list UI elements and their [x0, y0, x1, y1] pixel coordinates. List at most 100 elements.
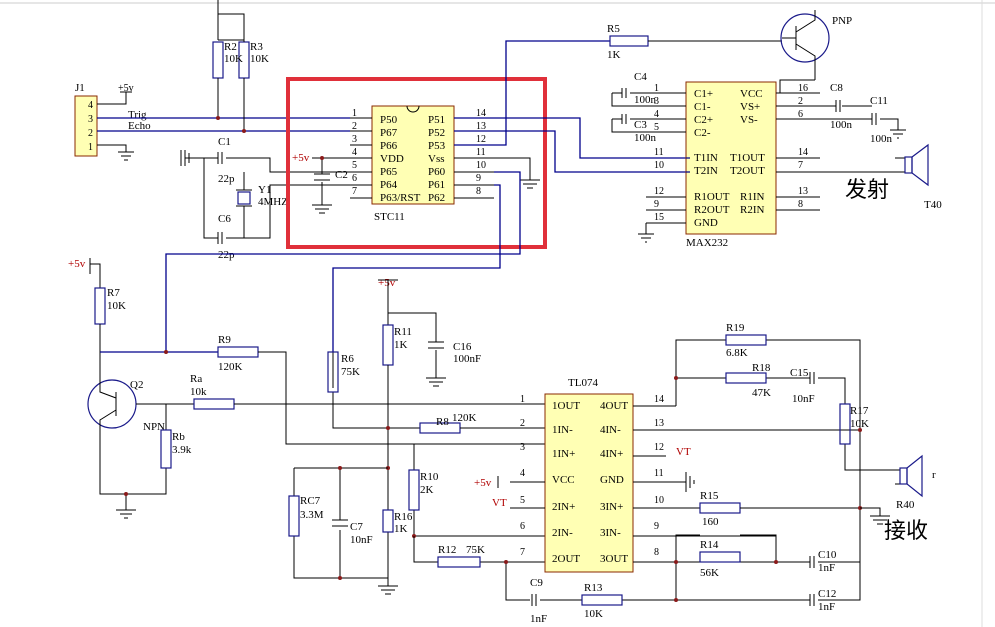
pin-label: 2IN+ — [552, 501, 575, 513]
r16-value: 1K — [394, 523, 408, 535]
r2-value: 10K — [224, 53, 243, 65]
pin-label: 14 — [654, 394, 664, 405]
pin-label: 2 — [352, 121, 357, 132]
r11-value: 1K — [394, 339, 408, 351]
pin-label: P53 — [428, 140, 446, 152]
vcc2-label: +5v — [378, 277, 396, 289]
pin-label: 3OUT — [600, 553, 628, 565]
r7-value: 10K — [107, 300, 126, 312]
pin-label: 2 — [798, 96, 803, 107]
pin-label: 2 — [520, 418, 525, 429]
r13-ref: R13 — [584, 582, 603, 594]
j1-vcc-label: +5v — [118, 83, 134, 94]
vt-right-label: VT — [676, 446, 691, 458]
pin-label: P62 — [428, 192, 445, 204]
c10-ref: C10 — [818, 549, 837, 561]
c11-value: 100n — [870, 133, 893, 145]
pin-label: 5 — [352, 160, 357, 171]
pin-label: GND — [600, 474, 624, 486]
pin-label: 11 — [476, 147, 486, 158]
c10-value: 1nF — [818, 562, 835, 574]
pin-label: 4 — [352, 147, 357, 158]
r14-ref: R14 — [700, 539, 719, 551]
pin-label: T1IN — [694, 152, 718, 164]
r40-ref: R40 — [896, 499, 915, 511]
q2-ref: Q2 — [130, 379, 143, 391]
pin-label: P65 — [380, 166, 398, 178]
pin-label: 4 — [654, 109, 659, 120]
c8-ref: C8 — [830, 82, 843, 94]
pin-label: 3 — [352, 134, 357, 145]
pin-label: 13 — [798, 186, 808, 197]
r5-ref: R5 — [607, 23, 620, 35]
r18-ref: R18 — [752, 362, 771, 374]
c11-ref: C11 — [870, 95, 888, 107]
pin-label: 13 — [476, 121, 486, 132]
pin-label: 8 — [654, 547, 659, 558]
j1-pin3: 3 — [88, 114, 93, 125]
r15-ref: R15 — [700, 490, 719, 502]
pin-label: 12 — [654, 186, 664, 197]
r8-ref: R8 — [436, 416, 449, 428]
c7-value: 10nF — [350, 534, 373, 546]
r17-ref: R17 — [850, 405, 869, 417]
t40-ref: T40 — [924, 199, 942, 211]
pin-label: T2OUT — [730, 165, 765, 177]
y1-ref: Y1 — [258, 184, 271, 196]
pin-label: 1IN+ — [552, 448, 575, 460]
j1-echo-label: Echo — [128, 120, 151, 132]
r9-ref: R9 — [218, 334, 231, 346]
r19-ref: R19 — [726, 322, 745, 334]
pin-label: 8 — [798, 199, 803, 210]
pin-label: P60 — [428, 166, 446, 178]
pin-label: P63/RST — [380, 192, 421, 204]
npn-label: NPN — [143, 421, 165, 433]
r18-value: 47K — [752, 387, 771, 399]
j1-pin2: 2 — [88, 128, 93, 139]
pin-label: 9 — [654, 521, 659, 532]
c16-ref: C16 — [453, 341, 472, 353]
c4-ref: C4 — [634, 71, 647, 83]
r9-value: 120K — [218, 361, 243, 373]
vdd-supply-label: +5v — [292, 152, 310, 164]
stc-ref: STC11 — [374, 211, 405, 223]
r11-ref: R11 — [394, 326, 412, 338]
pin-label: T1OUT — [730, 152, 765, 164]
r8-value: 120K — [452, 412, 477, 424]
pin-label: VCC — [740, 88, 763, 100]
rb-ref: Rb — [172, 431, 185, 443]
pin-label: R1OUT — [694, 191, 730, 203]
transmit-label: 发射 — [845, 177, 889, 202]
pin-label: 14 — [476, 108, 486, 119]
tl074-ref: TL074 — [568, 377, 598, 389]
c12-ref: C12 — [818, 588, 836, 600]
pin-label: 1 — [520, 394, 525, 405]
pin-label: 3 — [520, 442, 525, 453]
pin-label: 10 — [476, 160, 486, 171]
pin-label: 2OUT — [552, 553, 580, 565]
pin-label: 3IN- — [600, 527, 621, 539]
pnp-label: PNP — [832, 15, 852, 27]
pin-label: 1IN- — [552, 424, 573, 436]
max232-ref: MAX232 — [686, 237, 728, 249]
pin-label: P52 — [428, 127, 445, 139]
ra-value: 10k — [190, 386, 207, 398]
pin-label: 1 — [654, 83, 659, 94]
vt-left-label: VT — [492, 497, 507, 509]
pin-label: 5 — [520, 495, 525, 506]
j1-pin4: 4 — [88, 100, 93, 111]
pin-label: R1IN — [740, 191, 765, 203]
c7-ref: C7 — [350, 521, 363, 533]
pin-label: VDD — [380, 153, 404, 165]
pin-label: 14 — [798, 147, 808, 158]
vcc1-label: +5v — [68, 258, 86, 270]
pin-label: P64 — [380, 179, 398, 191]
c1-value: 22p — [218, 173, 235, 185]
pin-label: VCC — [552, 474, 575, 486]
highlight-box — [286, 77, 547, 249]
c9-value: 1nF — [530, 613, 547, 625]
